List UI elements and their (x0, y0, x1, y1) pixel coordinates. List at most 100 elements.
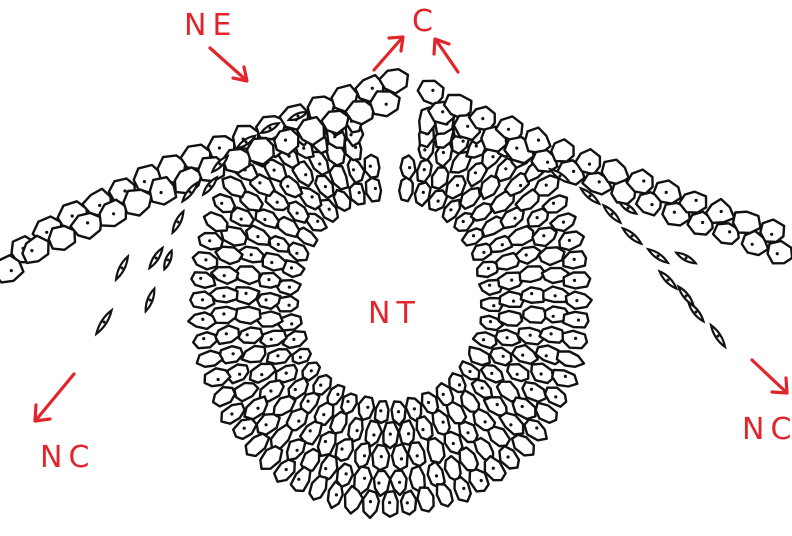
neural-tube-cell-nucleus (372, 433, 375, 436)
right-ectoderm-cell-nucleus (466, 125, 469, 128)
right-ectoderm-cell-nucleus (720, 210, 723, 213)
left-neural-crest-cell-nucleus (155, 257, 158, 260)
arrow-layer (35, 37, 787, 421)
neural-tube-cell-nucleus (536, 216, 539, 219)
neural-tube-cell (350, 184, 365, 205)
neural-tube-cell-nucleus (507, 455, 510, 458)
nc-left-label: NC (40, 440, 95, 475)
neural-tube-cell-nucleus (474, 171, 477, 174)
neural-tube-cell-nucleus (521, 405, 524, 408)
right-ectoderm-cell-nucleus (546, 161, 549, 164)
neural-tube-cell-nucleus (452, 442, 455, 445)
neural-tube-cell-nucleus (363, 454, 366, 457)
neural-tube-cell-nucleus (545, 354, 548, 357)
neural-tube-cell-nucleus (369, 500, 372, 503)
neural-tube-cell-nucleus (484, 420, 487, 423)
neural-tube-cell-nucleus (550, 332, 553, 335)
left-neural-crest-cell-nucleus (177, 221, 180, 224)
neural-tube-cell-nucleus (223, 274, 226, 277)
neural-tube-cell-nucleus (437, 200, 440, 203)
neural-tube-cell-nucleus (552, 202, 555, 205)
neural-tube-cell (348, 157, 365, 183)
neural-tube-cell-nucleus (270, 338, 273, 341)
neural-tube-cell-nucleus (573, 258, 576, 261)
neural-tube-cell (437, 484, 453, 506)
neural-tube-cell-nucleus (490, 372, 493, 375)
neural-tube-cell-nucleus (324, 440, 327, 443)
neural-tube-cell-nucleus (294, 388, 297, 391)
neural-tube-cell (552, 370, 577, 387)
right-neural-crest-cell-nucleus (695, 311, 698, 314)
neural-tube-cell-nucleus (482, 251, 485, 254)
neural-tube-cell-nucleus (407, 432, 410, 435)
neural-tube-cell-nucleus (521, 354, 524, 357)
neural-tube-cell-nucleus (542, 234, 545, 237)
neural-tube-cell-nucleus (552, 315, 555, 318)
right-ectoderm-cell-nucleus (728, 230, 731, 233)
neural-tube-cell-nucleus (456, 184, 459, 187)
neural-tube-cell-nucleus (462, 220, 465, 223)
ectoderm-cell-layer (0, 69, 792, 282)
neural-tube-cell-nucleus (458, 383, 461, 386)
right-neural-crest-cell-nucleus (717, 335, 720, 338)
neural-tube-cell-nucleus (270, 261, 273, 264)
neural-tube-cell-nucleus (388, 501, 391, 504)
right-ectoderm-cell (551, 139, 573, 161)
neural-tube-cell (557, 352, 584, 367)
neural-tube-cell-nucleus (290, 322, 293, 325)
right-neural-crest-cell-nucleus (667, 279, 670, 282)
left-neural-crest-cell-nucleus (103, 321, 106, 324)
neural-tube-cell (470, 469, 489, 491)
neural-tube-cell-nucleus (243, 427, 246, 430)
neural-tube-cell-nucleus (297, 420, 300, 423)
neural-tube-cell-nucleus (328, 208, 331, 211)
neural-tube-cell-nucleus (346, 400, 349, 403)
left-ectoderm-cell-nucleus (86, 221, 89, 224)
nt-label: NT (368, 296, 421, 331)
neural-tube-cell (523, 306, 547, 322)
right-ectoderm-cell-nucleus (770, 233, 773, 236)
neural-tube-cell-nucleus (389, 433, 392, 436)
neural-tube-cell (460, 448, 478, 471)
right-ectoderm-cell (768, 241, 792, 263)
neural-tube-cell-nucleus (202, 337, 205, 340)
neural-tube-cell-nucleus (336, 393, 339, 396)
neural-tube-cell-nucleus (290, 266, 293, 269)
neural-tube-cell-nucleus (535, 426, 538, 429)
right-ectoderm-cell-nucleus (642, 179, 645, 182)
neural-tube-cell (428, 438, 445, 463)
neural-tube-cell-nucleus (480, 479, 483, 482)
neural-tube-cell-nucleus (442, 151, 445, 154)
neural-tube-cell-nucleus (506, 336, 509, 339)
neural-tube-cell-nucleus (345, 472, 348, 475)
neural-tube-cell (366, 178, 381, 202)
neural-tube-cell (258, 312, 283, 327)
neural-tube-cell-nucleus (374, 187, 377, 190)
neural-tube-cell-nucleus (296, 212, 299, 215)
neural-tube-cell-nucleus (492, 304, 495, 307)
neural-tube-cell (559, 232, 584, 251)
neural-tube-cell-nucleus (240, 218, 243, 221)
neural-tube-cell-nucleus (250, 253, 253, 256)
neural-tube-cell (563, 312, 588, 328)
neural-tube-cell-nucleus (398, 481, 401, 484)
neural-tube-cell-nucleus (496, 403, 499, 406)
left-ectoderm-cell-nucleus (284, 139, 287, 142)
neural-tube-cell-nucleus (201, 298, 204, 301)
left-ectoderm-cell-nucleus (371, 87, 374, 90)
neural-tube-cell-nucleus (208, 239, 211, 242)
neural-tube-cell-nucleus (319, 384, 322, 387)
left-ectoderm-cell-nucleus (98, 204, 101, 207)
neural-tube-cell-nucleus (292, 338, 295, 341)
neural-tube-cell (417, 416, 433, 439)
neural-tube-cell-nucleus (230, 412, 233, 415)
right-ectoderm-cell-nucleus (515, 147, 518, 150)
ne-arrow (210, 48, 247, 81)
neural-tube-cell-nucleus (413, 407, 416, 410)
neural-tube-cell-nucleus (322, 413, 325, 416)
neural-tube-cell (193, 332, 217, 348)
right-ectoderm-cell-nucleus (537, 139, 540, 142)
neural-tube-cell-nucleus (269, 389, 272, 392)
neural-tube-cell-nucleus (352, 168, 355, 171)
neural-tube-cell-nucleus (510, 279, 513, 282)
